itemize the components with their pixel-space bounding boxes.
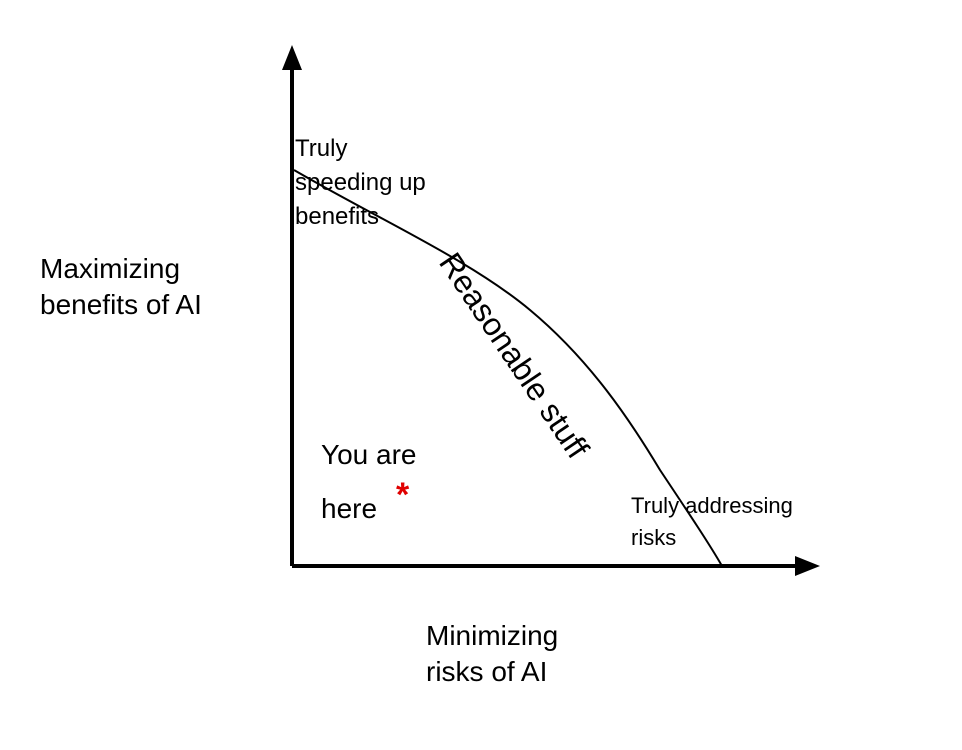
bottom-annotation: Truly addressing risks xyxy=(631,490,793,554)
x-axis-label: Minimizing risks of AI xyxy=(426,618,558,690)
x-axis-label-line-2: risks of AI xyxy=(426,656,548,687)
top-annotation-line-2: speeding up xyxy=(295,169,426,196)
top-annotation: Truly speeding up benefits xyxy=(295,132,426,234)
y-axis-label-line-1: Maximizing xyxy=(40,253,181,284)
bottom-annotation-line-2: risks xyxy=(631,525,677,550)
y-axis-label-line-2: benefits of AI xyxy=(40,289,202,320)
you-are-here-line-1: You are xyxy=(321,439,417,470)
y-axis-arrowhead xyxy=(282,45,302,70)
you-are-here-label: You are here xyxy=(321,428,417,536)
frontier-curve xyxy=(293,169,723,567)
you-are-here-line-2: here xyxy=(321,493,378,524)
top-annotation-line-1: Truly xyxy=(295,135,348,162)
x-axis-arrowhead xyxy=(795,556,820,576)
top-annotation-line-3: benefits xyxy=(295,203,380,230)
x-axis-label-line-1: Minimizing xyxy=(426,620,559,651)
y-axis-label: Maximizing benefits of AI xyxy=(40,251,202,323)
location-marker: * xyxy=(396,476,410,514)
bottom-annotation-line-1: Truly addressing xyxy=(631,493,793,518)
